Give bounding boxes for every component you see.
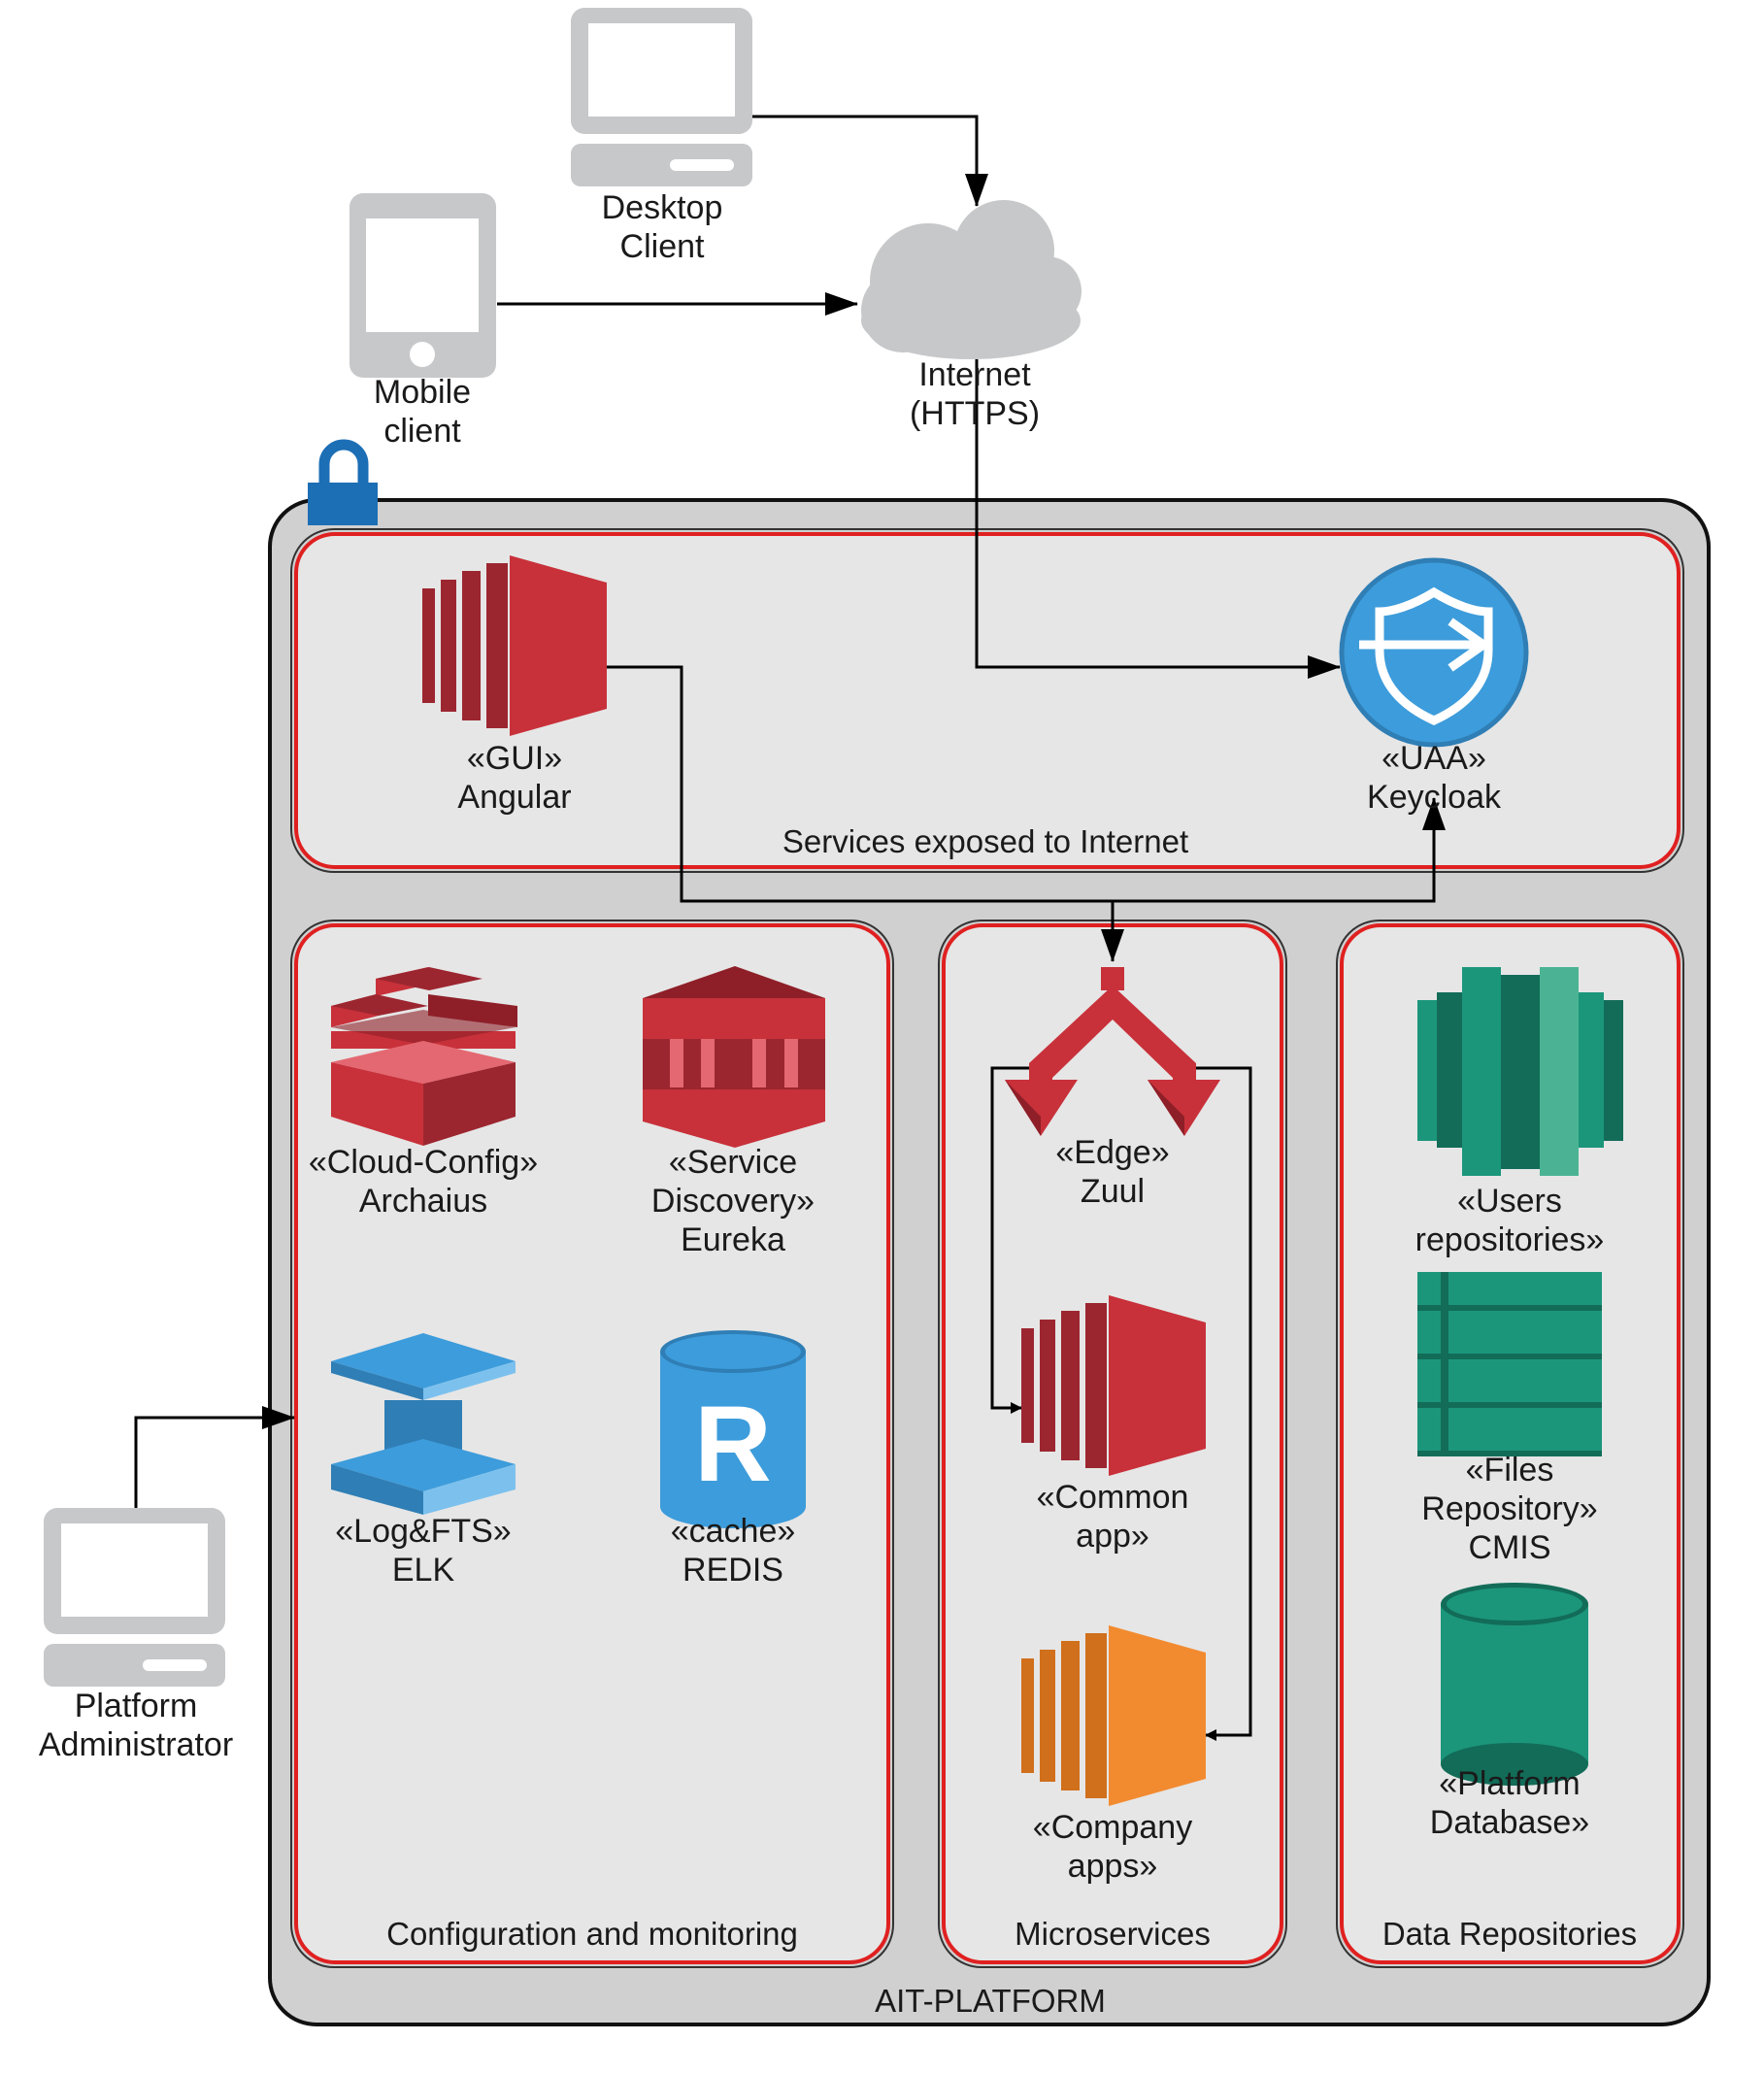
users-label-2: repositories» bbox=[1415, 1221, 1605, 1258]
uaa-label-1: «UAA» bbox=[1381, 740, 1486, 777]
mobile-client-label-2: client bbox=[383, 413, 461, 450]
zone-config bbox=[294, 923, 890, 1964]
desktop-computer-icon bbox=[571, 8, 752, 186]
gui-label-1: «GUI» bbox=[467, 740, 562, 777]
arrow-desktop-to-internet bbox=[752, 115, 988, 207]
common-label-1: «Common bbox=[1037, 1479, 1189, 1516]
users-label-1: «Users bbox=[1457, 1183, 1562, 1220]
mobile-client-label-1: Mobile bbox=[374, 374, 471, 411]
internet-label-2: (HTTPS) bbox=[910, 395, 1040, 432]
log-label-1: «Log&FTS» bbox=[335, 1513, 511, 1550]
service-discovery-label-3: Eureka bbox=[681, 1221, 785, 1258]
users-repository-icon bbox=[1417, 967, 1623, 1176]
arrow-zuul-to-common bbox=[990, 1066, 1034, 1414]
archaius-config-icon bbox=[331, 967, 517, 1146]
edge-label-1: «Edge» bbox=[1055, 1134, 1169, 1171]
cloud-config-label-1: «Cloud-Config» bbox=[309, 1144, 538, 1181]
db-label-2: Database» bbox=[1430, 1804, 1589, 1841]
arrow-admin-to-platform bbox=[134, 1406, 295, 1508]
files-label-3: CMIS bbox=[1469, 1529, 1551, 1566]
uaa-label-2: Keycloak bbox=[1367, 779, 1502, 816]
zone-micro-label: Microservices bbox=[1015, 1916, 1211, 1952]
cloud-config-label-2: Archaius bbox=[359, 1183, 487, 1220]
redis-glyph: R bbox=[694, 1385, 771, 1504]
desktop-client-label-1: Desktop bbox=[602, 189, 723, 226]
common-app-icon bbox=[1021, 1295, 1206, 1476]
arrow-zuul-to-company bbox=[1189, 1066, 1252, 1741]
arrow-internet-to-keycloak bbox=[975, 359, 1341, 679]
arrow-zuul-to-keycloak bbox=[1113, 797, 1446, 903]
eureka-discovery-icon bbox=[643, 966, 825, 1148]
desktop-client-label-2: Client bbox=[620, 228, 705, 265]
cloud-icon bbox=[861, 200, 1082, 359]
common-label-2: app» bbox=[1076, 1518, 1149, 1555]
service-discovery-label-1: «Service bbox=[669, 1144, 797, 1181]
labels: Desktop Client Mobile client Internet (H… bbox=[39, 189, 1637, 2019]
redis-cache-icon: R bbox=[660, 1330, 806, 1528]
edge-label-2: Zuul bbox=[1081, 1173, 1145, 1210]
platform-label: AIT-PLATFORM bbox=[875, 1983, 1106, 2019]
admin-computer-icon bbox=[44, 1508, 225, 1687]
company-label-2: apps» bbox=[1068, 1848, 1158, 1885]
arrow-gui-to-zuul bbox=[607, 665, 1124, 962]
lock-icon bbox=[308, 439, 378, 525]
service-discovery-label-2: Discovery» bbox=[651, 1183, 815, 1220]
log-label-2: ELK bbox=[392, 1552, 455, 1589]
zone-config-label: Configuration and monitoring bbox=[386, 1916, 798, 1952]
company-label-1: «Company bbox=[1033, 1809, 1192, 1846]
zone-internet-exposed-label: Services exposed to Internet bbox=[782, 823, 1188, 859]
mobile-phone-icon bbox=[349, 193, 496, 378]
files-repository-icon bbox=[1417, 1272, 1602, 1456]
admin-label-1: Platform bbox=[75, 1688, 198, 1724]
company-apps-icon bbox=[1021, 1625, 1206, 1806]
zone-internet-exposed bbox=[294, 532, 1681, 869]
files-label-1: «Files bbox=[1466, 1452, 1554, 1489]
gui-label-2: Angular bbox=[457, 779, 571, 816]
angular-gui-icon bbox=[422, 555, 607, 736]
db-label-1: «Platform bbox=[1439, 1765, 1581, 1802]
platform-database-icon bbox=[1441, 1583, 1588, 1786]
connectors bbox=[134, 115, 1446, 1741]
cache-label-1: «cache» bbox=[671, 1513, 796, 1550]
elk-logging-icon bbox=[331, 1333, 516, 1515]
keycloak-shield-icon bbox=[1339, 557, 1529, 748]
cache-label-2: REDIS bbox=[682, 1552, 783, 1589]
files-label-2: Repository» bbox=[1421, 1490, 1597, 1527]
internet-label-1: Internet bbox=[918, 356, 1031, 393]
zuul-edge-icon bbox=[1005, 967, 1220, 1136]
zone-data-label: Data Repositories bbox=[1382, 1916, 1637, 1952]
admin-label-2: Administrator bbox=[39, 1726, 233, 1763]
